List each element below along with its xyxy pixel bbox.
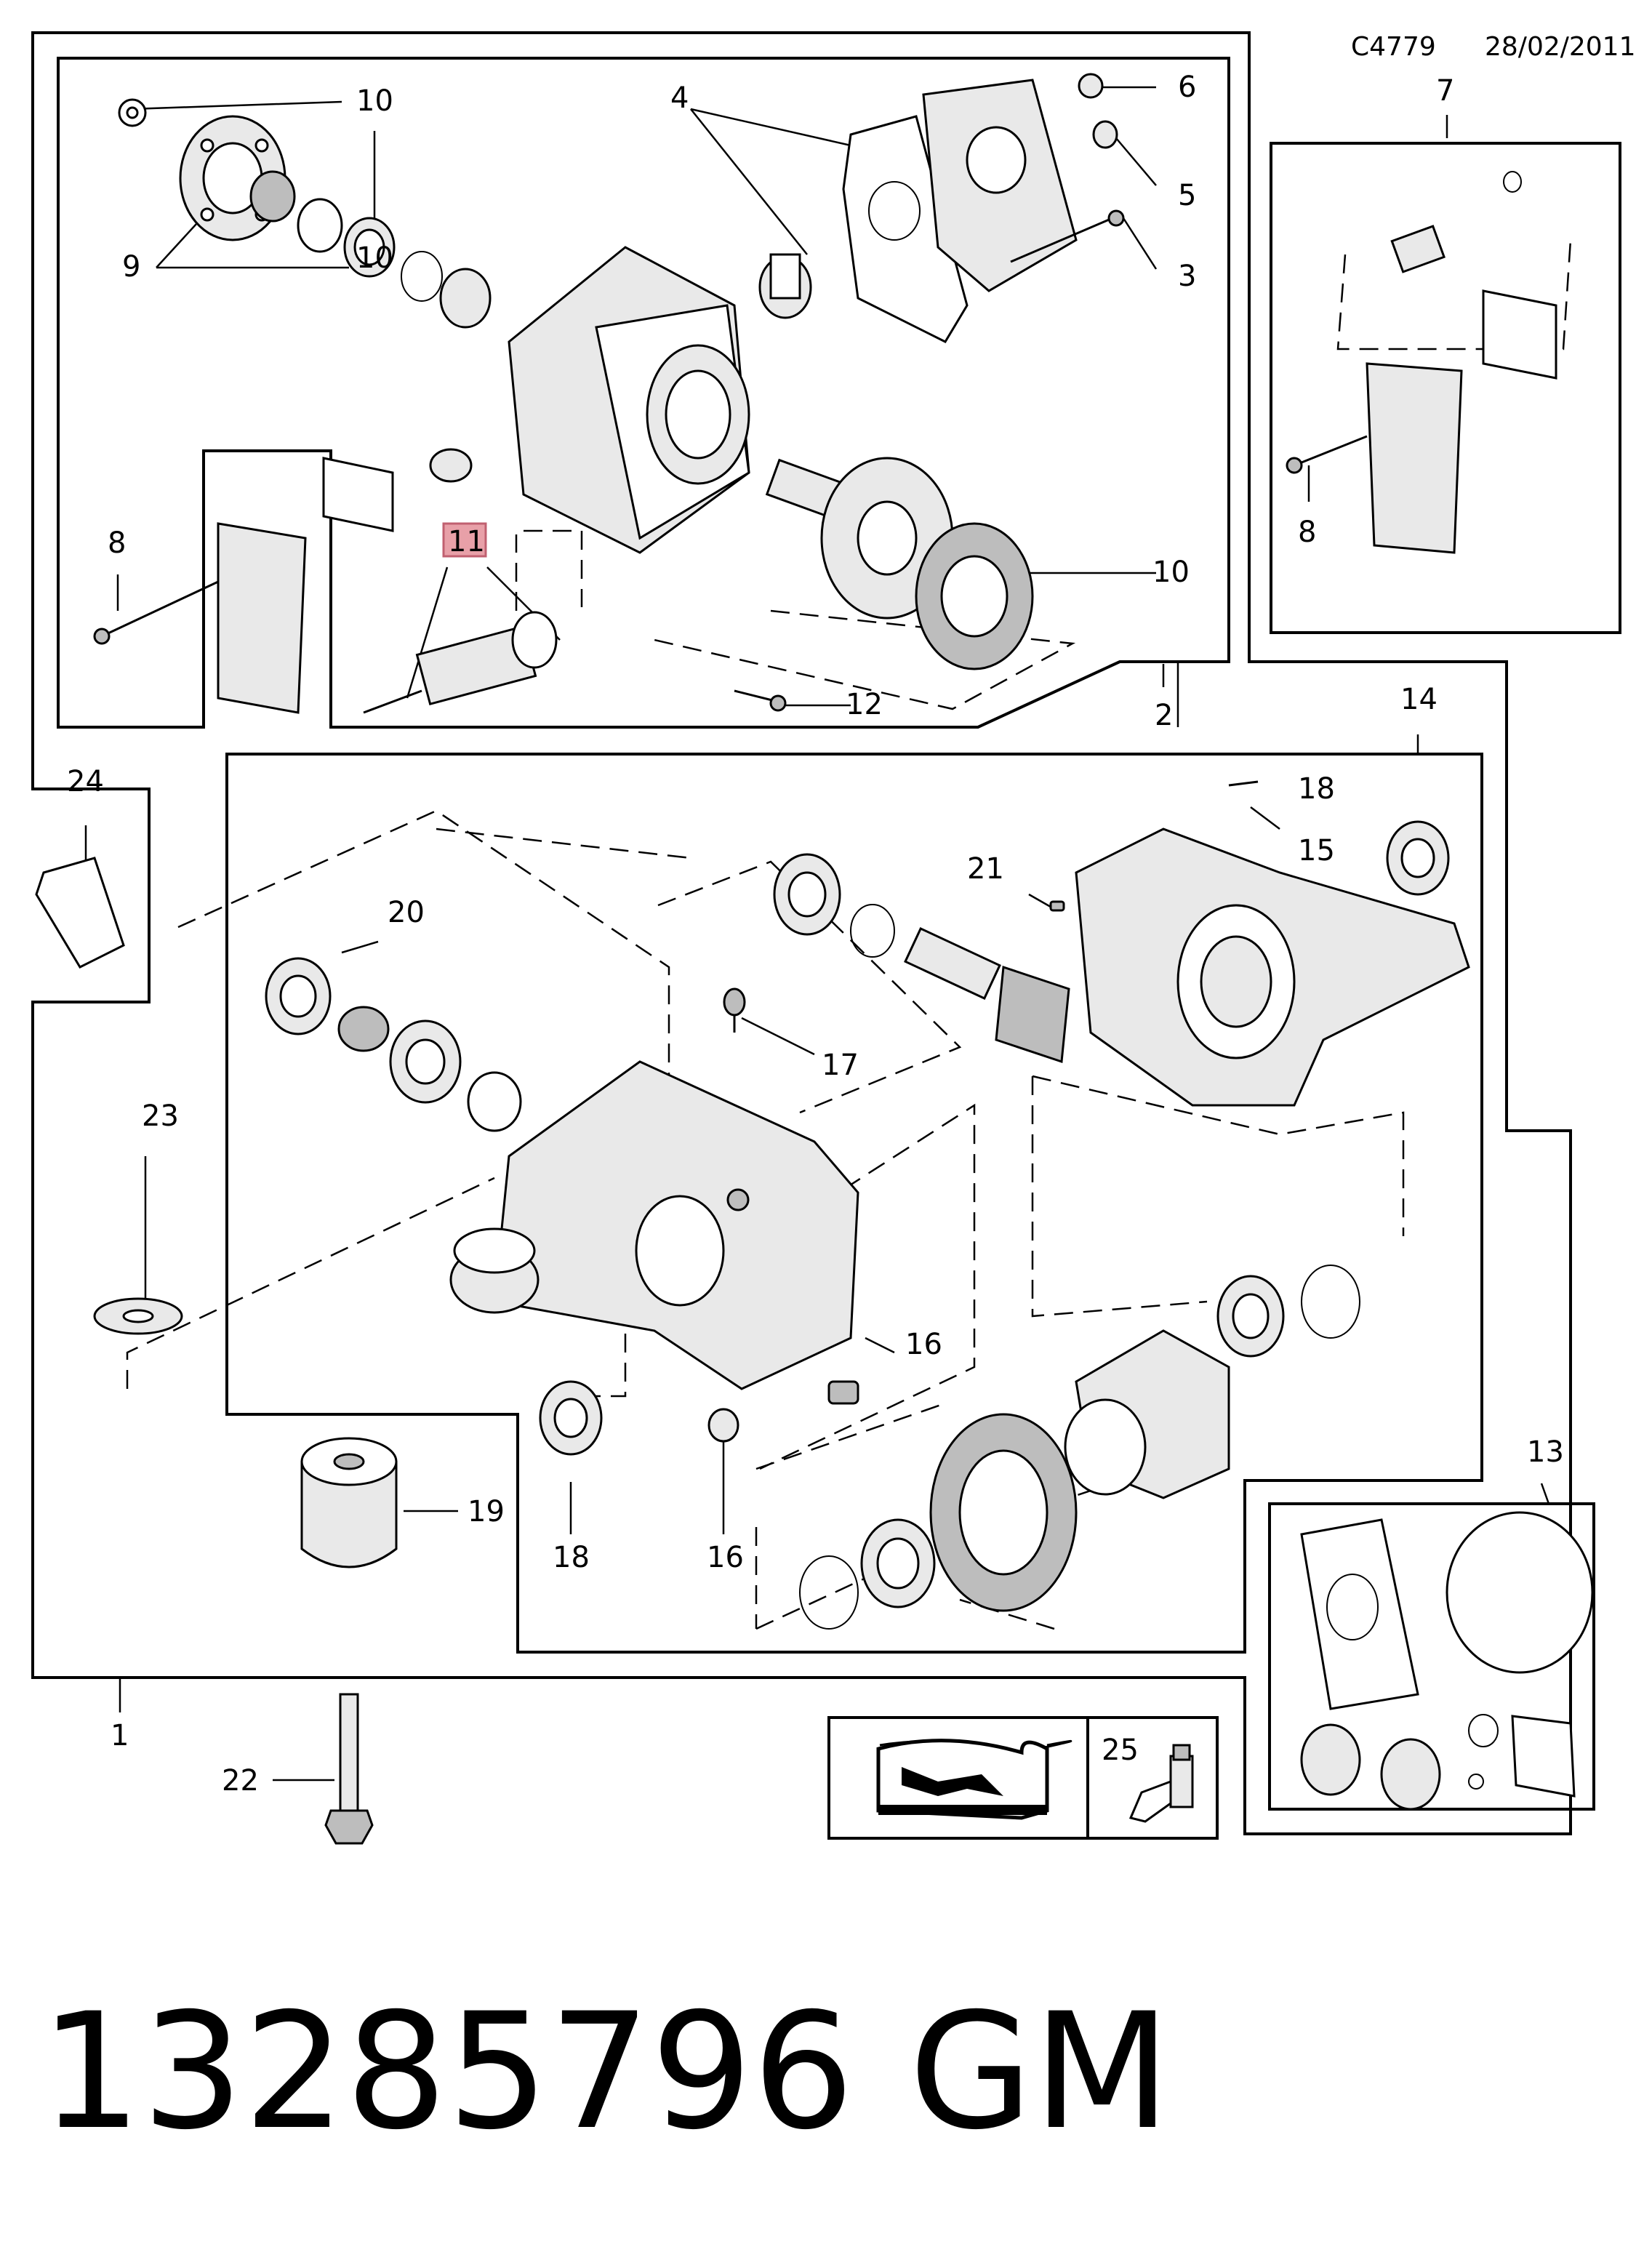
flange-yoke-part-9 xyxy=(118,98,492,329)
callout-3: 3 xyxy=(1178,260,1196,293)
callout-10: 10 xyxy=(356,84,393,118)
bushing-part-19 xyxy=(300,1437,398,1568)
washer-part-23 xyxy=(93,1297,183,1335)
pin-part-21 xyxy=(1049,900,1065,912)
subassembly-2-frame xyxy=(57,57,1230,729)
filter-part-8 xyxy=(93,457,394,714)
callout-2: 2 xyxy=(1155,699,1173,732)
service-manual-book-icon xyxy=(876,1739,1072,1820)
pinion-gear xyxy=(773,853,1070,1064)
callout-24: 24 xyxy=(67,765,104,798)
callout-8: 8 xyxy=(108,526,126,560)
plug-part-6 xyxy=(1078,73,1104,99)
callout-12: 12 xyxy=(846,688,883,721)
callout-18: 18 xyxy=(1298,772,1335,806)
kit-7-frame xyxy=(1270,142,1621,634)
differential-assembly xyxy=(799,1265,1360,1630)
seal-part-18-top xyxy=(1386,820,1450,896)
lubricant-applicator-icon xyxy=(1128,1744,1194,1823)
callout-19: 19 xyxy=(468,1495,505,1528)
part-number: 13285796 xyxy=(40,1979,854,2165)
carrier-housing-part-14 xyxy=(1075,780,1470,1107)
seal-part-20 xyxy=(265,957,522,1132)
callout-20: 20 xyxy=(388,896,425,929)
callout-15: 15 xyxy=(1298,834,1335,867)
callout-16: 16 xyxy=(905,1328,942,1361)
carrier-14-frame xyxy=(225,753,1483,1654)
callout-23: 23 xyxy=(142,1099,179,1133)
callout-22: 22 xyxy=(222,1764,259,1798)
kit-7-parts xyxy=(1286,171,1557,554)
callout-5: 5 xyxy=(1178,179,1196,212)
breather-part-17 xyxy=(723,987,746,1033)
callout-25: 25 xyxy=(1102,1734,1139,1767)
brand-name: GM xyxy=(909,1979,1171,2165)
output-shaft-bearing-part-10 xyxy=(765,457,1034,670)
callout-21: 21 xyxy=(967,852,1004,886)
bolt-part-3 xyxy=(1010,209,1125,263)
housing-part-2 xyxy=(508,246,812,554)
solenoid-part-11 xyxy=(363,448,558,714)
seal-part-18-bottom xyxy=(539,1380,603,1456)
callout-7: 7 xyxy=(1436,74,1454,108)
cover-gasket-part-4 xyxy=(842,79,1078,343)
plug-part-16-b xyxy=(707,1408,739,1443)
bolt-part-22 xyxy=(324,1693,374,1845)
diagram-code: C4779 xyxy=(1351,32,1436,62)
callout-labels: 10 10 10 9 4 6 5 3 7 8 8 11 12 2 14 18 1… xyxy=(67,71,1564,1798)
callout-6: 6 xyxy=(1178,71,1196,104)
plug-part-5 xyxy=(1092,120,1118,149)
callout-8: 8 xyxy=(1298,516,1316,549)
differential-carrier-housing xyxy=(449,1060,859,1390)
callout-10: 10 xyxy=(356,241,393,275)
assembly-1-frame xyxy=(31,31,1572,1835)
plug-part-16-a xyxy=(827,1380,859,1405)
bolt-part-12 xyxy=(734,689,787,712)
callout-1: 1 xyxy=(111,1719,129,1752)
callout-18: 18 xyxy=(553,1541,590,1574)
callout-10: 10 xyxy=(1152,556,1190,589)
callout-13: 13 xyxy=(1527,1435,1564,1469)
callout-11: 11 xyxy=(448,525,485,558)
assembly-dash-lines xyxy=(126,239,1572,1630)
callout-4: 4 xyxy=(670,81,689,115)
callout-17: 17 xyxy=(822,1049,859,1082)
bracket-part-24 xyxy=(35,857,125,969)
tools-box xyxy=(827,1716,1219,1840)
diagram-date: 28/02/2011 xyxy=(1485,32,1636,62)
gasket-kit-13-frame xyxy=(1268,1502,1595,1811)
gasket-kit-13-parts xyxy=(1300,1511,1594,1811)
callout-16: 16 xyxy=(707,1541,744,1574)
callout-9: 9 xyxy=(122,250,140,284)
callout-14: 14 xyxy=(1400,683,1438,716)
